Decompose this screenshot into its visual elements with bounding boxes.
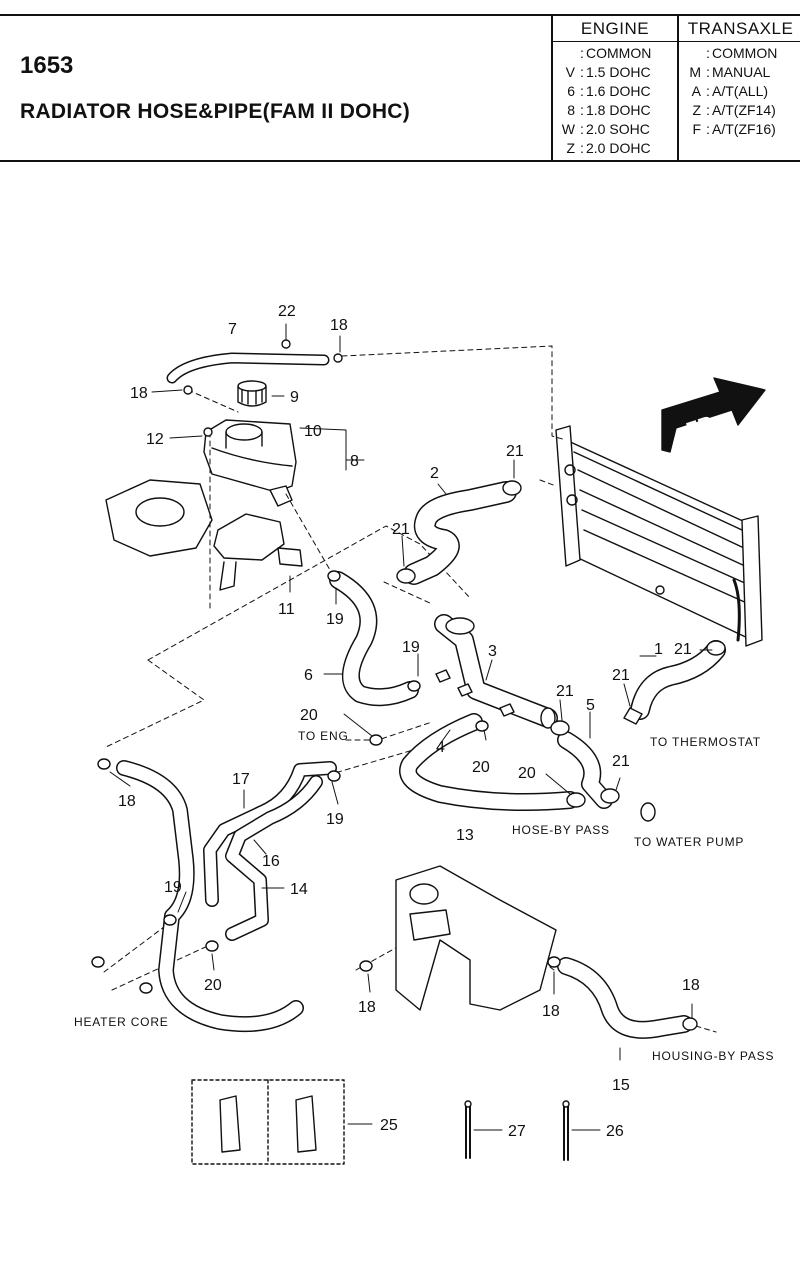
engine-row: W:2.0 SOHC bbox=[561, 121, 650, 137]
hose-6 bbox=[329, 571, 419, 707]
heater-hoses bbox=[116, 760, 693, 1039]
callout-8: 8 bbox=[350, 453, 359, 470]
page-title: RADIATOR HOSE&PIPE(FAM II DOHC) bbox=[20, 100, 411, 123]
coolant-reservoir bbox=[203, 419, 297, 507]
reservoir-bracket bbox=[213, 513, 303, 591]
front-direction-arrow bbox=[661, 377, 766, 453]
callout-21: 21 bbox=[612, 667, 630, 684]
callout-20: 20 bbox=[204, 977, 222, 994]
callout-22: 22 bbox=[278, 303, 296, 320]
callout-18: 18 bbox=[682, 977, 700, 994]
clip-inset bbox=[191, 1079, 345, 1165]
exploded-parts-diagram: FR 22 7 18 18 9 12 10 8 2 21 21 11 19 6 … bbox=[74, 303, 774, 1165]
callout-19: 19 bbox=[326, 811, 344, 828]
transaxle-row: M:MANUAL bbox=[689, 64, 771, 80]
callout-18: 18 bbox=[358, 999, 376, 1016]
engine-row: Z:2.0 DOHC bbox=[566, 140, 651, 156]
transaxle-row: F:A/T(ZF16) bbox=[692, 121, 776, 137]
callout-13: 13 bbox=[456, 827, 474, 844]
callout-25: 25 bbox=[380, 1117, 398, 1134]
callout-20: 20 bbox=[300, 707, 318, 724]
hose-5 bbox=[557, 731, 613, 809]
note-to-thermostat: TO THERMOSTAT bbox=[650, 735, 761, 749]
callout-21: 21 bbox=[556, 683, 574, 700]
transaxle-row: :COMMON bbox=[706, 45, 778, 61]
callout-21: 21 bbox=[674, 641, 692, 658]
callout-18: 18 bbox=[542, 1003, 560, 1020]
callout-16: 16 bbox=[262, 853, 280, 870]
transaxle-column: TRANSAXLE :COMMON M:MANUAL A:A/T(ALL) Z:… bbox=[679, 16, 800, 160]
bolts bbox=[464, 1100, 570, 1161]
engine-row: 6:1.6 DOHC bbox=[567, 83, 651, 99]
callout-5: 5 bbox=[586, 697, 595, 714]
callout-19: 19 bbox=[326, 611, 344, 628]
callout-19: 19 bbox=[164, 879, 182, 896]
callout-18: 18 bbox=[130, 385, 148, 402]
hose-1 bbox=[630, 640, 726, 720]
engine-outline bbox=[105, 479, 213, 557]
hose-13 bbox=[399, 713, 579, 811]
reservoir-cap bbox=[237, 380, 267, 407]
callout-14: 14 bbox=[290, 881, 308, 898]
engine-row: 8:1.8 DOHC bbox=[567, 102, 651, 118]
callout-21: 21 bbox=[612, 753, 630, 770]
callout-6: 6 bbox=[304, 667, 313, 684]
callout-26: 26 bbox=[606, 1123, 624, 1140]
page-code: 1653 bbox=[20, 52, 74, 79]
callout-18: 18 bbox=[330, 317, 348, 334]
callout-17: 17 bbox=[232, 771, 250, 788]
callout-21: 21 bbox=[392, 521, 410, 538]
hose-7 bbox=[166, 352, 330, 384]
engine-column: ENGINE :COMMON V:1.5 DOHC 6:1.6 DOHC 8:1… bbox=[553, 16, 679, 160]
callout-3: 3 bbox=[488, 643, 497, 660]
callout-10: 10 bbox=[304, 423, 322, 440]
header-block: 1653 RADIATOR HOSE&PIPE(FAM II DOHC) ENG… bbox=[0, 14, 800, 162]
transaxle-heading: TRANSAXLE bbox=[679, 16, 800, 42]
applicability-table: ENGINE :COMMON V:1.5 DOHC 6:1.6 DOHC 8:1… bbox=[551, 16, 800, 160]
note-to-eng: TO ENG bbox=[298, 729, 349, 743]
transaxle-row: A:A/T(ALL) bbox=[691, 83, 769, 99]
note-hose-by-pass: HOSE-BY PASS bbox=[512, 823, 610, 837]
callout-19: 19 bbox=[402, 639, 420, 656]
callout-7: 7 bbox=[228, 321, 237, 338]
callout-11: 11 bbox=[278, 601, 295, 618]
callout-2: 2 bbox=[430, 465, 439, 482]
hose-clamps bbox=[91, 339, 726, 1031]
pipe-3 bbox=[434, 614, 558, 729]
note-housing-by-pass: HOUSING-BY PASS bbox=[652, 1049, 774, 1063]
callout-20: 20 bbox=[472, 759, 490, 776]
callout-4: 4 bbox=[436, 739, 445, 756]
transaxle-row: Z:A/T(ZF14) bbox=[692, 102, 776, 118]
thermostat-housing bbox=[395, 865, 557, 1011]
callout-15: 15 bbox=[612, 1077, 630, 1094]
note-heater-core: HEATER CORE bbox=[74, 1015, 169, 1029]
engine-row: :COMMON bbox=[580, 45, 652, 61]
radiator-part bbox=[555, 425, 763, 647]
callout-21: 21 bbox=[506, 443, 524, 460]
hose-2 bbox=[403, 481, 517, 585]
engine-row: V:1.5 DOHC bbox=[565, 64, 651, 80]
engine-heading: ENGINE bbox=[553, 16, 677, 42]
note-to-water-pump: TO WATER PUMP bbox=[634, 835, 744, 849]
callout-18: 18 bbox=[118, 793, 136, 810]
callout-1: 1 bbox=[654, 641, 663, 658]
callout-27: 27 bbox=[508, 1123, 526, 1140]
callout-9: 9 bbox=[290, 389, 299, 406]
callout-20: 20 bbox=[518, 765, 536, 782]
callout-12: 12 bbox=[146, 431, 164, 448]
